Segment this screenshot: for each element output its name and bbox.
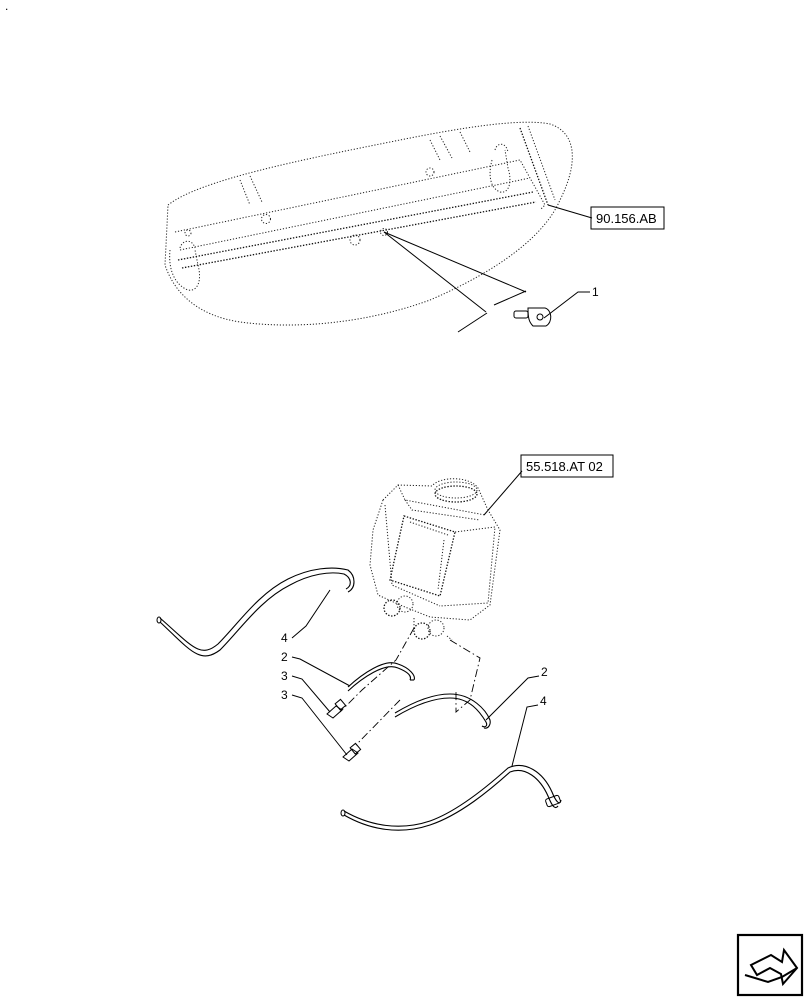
callout-hose-right: 2 <box>485 665 548 721</box>
callout-nozzle: 1 <box>543 285 599 319</box>
callout-long-hose-right: 4 <box>511 694 547 767</box>
roof-panel-drawing <box>164 121 573 326</box>
svg-text:55.518.AT 02: 55.518.AT 02 <box>526 459 603 474</box>
callout-fitting-upper: 3 <box>281 669 331 713</box>
svg-text:4: 4 <box>540 694 547 708</box>
ref-box-reservoir[interactable]: 55.518.AT 02 <box>483 454 614 516</box>
fitting-upper <box>326 698 347 719</box>
long-hose-left <box>156 567 355 657</box>
fitting-lower <box>342 742 362 762</box>
hose-upper <box>347 662 415 692</box>
svg-text:3: 3 <box>281 669 288 683</box>
svg-text:1: 1 <box>592 285 599 299</box>
ref-box-roof[interactable]: 90.156.AB <box>547 204 665 230</box>
svg-text:4: 4 <box>281 631 288 645</box>
svg-text:3: 3 <box>281 688 288 702</box>
connection-lines <box>339 627 481 746</box>
arrow-next-icon[interactable] <box>736 933 804 997</box>
washer-nozzle <box>513 307 552 327</box>
nozzle-leader-lines <box>383 231 527 333</box>
callout-long-hose-left: 4 <box>281 589 331 645</box>
svg-text:90.156.AB: 90.156.AB <box>596 211 657 226</box>
washer-reservoir-drawing <box>369 478 501 641</box>
callout-fitting-lower: 3 <box>281 688 348 756</box>
svg-text:2: 2 <box>281 650 288 664</box>
svg-text:2: 2 <box>541 665 548 679</box>
callout-hose-upper: 2 <box>281 650 351 687</box>
corner-mark: . <box>5 0 8 13</box>
long-hose-right <box>340 765 562 831</box>
hose-right <box>394 693 491 729</box>
